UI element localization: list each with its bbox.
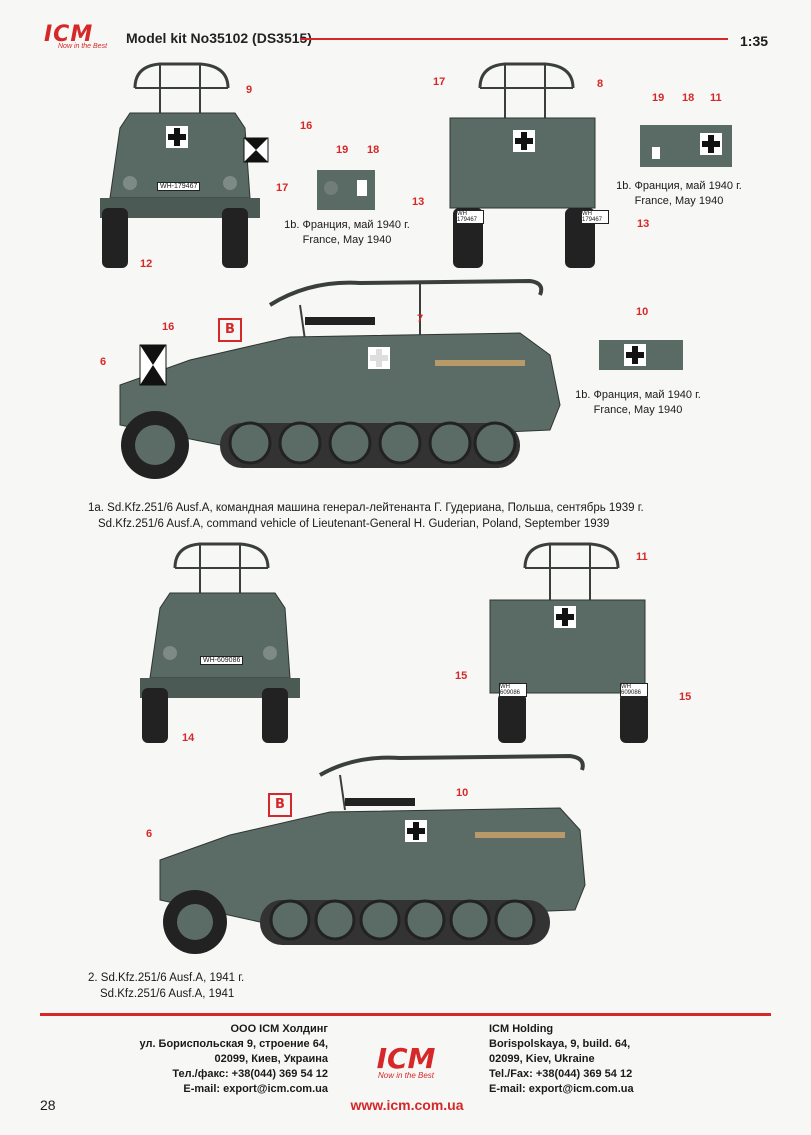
plate-front-2: WH-609086 — [200, 656, 244, 665]
side-view-2 — [159, 753, 586, 954]
callout-12: 12 — [140, 258, 153, 270]
plate-rear-right-2: WH 609086 — [620, 683, 648, 697]
marker-b-text: B — [225, 322, 235, 337]
detail-tag-1 — [317, 170, 375, 210]
caption-france-3: 1b. Франция, май 1940 г. France, May 194… — [573, 388, 703, 418]
caption-ru: 1b. Франция, май 1940 г. — [616, 180, 742, 192]
detail-tag-3 — [599, 340, 683, 370]
callout-13-left: 13 — [412, 196, 425, 208]
footer-en-line: Borispolskaya, 9, build. 64, — [489, 1038, 631, 1050]
footer-divider — [40, 1013, 771, 1016]
callout-18b: 18 — [682, 92, 695, 104]
footer-en-line: E-mail: export@icm.com.ua — [489, 1083, 634, 1095]
footer-logo: ICM Now in the Best — [360, 1042, 452, 1080]
header-divider — [300, 38, 728, 40]
page-title: Model kit No35102 (DS3515) — [126, 30, 312, 46]
plate-rear-right-1: WH 179467 — [581, 210, 609, 224]
footer-website-link[interactable]: www.icm.com.ua — [350, 1097, 464, 1113]
footer-ru-line: 02099, Киев, Украина — [214, 1053, 328, 1065]
callout-7: 7 — [417, 313, 424, 325]
logo-text: ICM — [44, 22, 94, 47]
callout-18: 18 — [367, 144, 380, 156]
callout-10b: 10 — [456, 787, 469, 799]
page-number: 28 — [40, 1097, 56, 1113]
logo-tagline: Now in the Best — [58, 43, 108, 50]
variant-1-en: Sd.Kfz.251/6 Ausf.A, command vehicle of … — [98, 518, 610, 530]
rear-view-2 — [489, 542, 648, 743]
footer-address-en: ICM Holding Borispolskaya, 9, build. 64,… — [489, 1022, 709, 1097]
rear-view-1 — [449, 62, 596, 268]
footer-address-ru: ООО ICM Холдинг ул. Бориспольская 9, стр… — [118, 1022, 328, 1097]
footer-ru-line: E-mail: export@icm.com.ua — [183, 1083, 328, 1095]
footer-en-line: Tel./Fax: +38(044) 369 54 12 — [489, 1068, 633, 1080]
command-pennant-icon — [243, 137, 269, 163]
marker-b-2: B — [268, 793, 292, 817]
marker-b-1: B — [218, 318, 242, 342]
callout-11b: 11 — [636, 551, 648, 563]
footer-logo-text: ICM — [376, 1042, 436, 1075]
callout-14: 14 — [182, 732, 195, 744]
scale-label: 1:35 — [740, 33, 769, 49]
callout-11: 11 — [710, 92, 722, 104]
callout-8: 8 — [597, 78, 604, 90]
variant-1-caption: 1a. Sd.Kfz.251/6 Ausf.A, командная машин… — [88, 500, 688, 532]
caption-france-1: 1b. Франция, май 1940 г. France, May 194… — [282, 218, 412, 248]
callout-19b: 19 — [652, 92, 665, 104]
footer-en-line: ICM Holding — [489, 1023, 554, 1035]
callout-16b: 16 — [162, 321, 175, 333]
callout-10: 10 — [636, 306, 649, 318]
callout-19: 19 — [336, 144, 349, 156]
caption-ru: 1b. Франция, май 1940 г. — [284, 219, 410, 231]
caption-en: France, May 1940 — [593, 404, 683, 416]
variant-2-caption: 2. Sd.Kfz.251/6 Ausf.A, 1941 г. Sd.Kfz.2… — [88, 970, 388, 1002]
side-view-1 — [119, 278, 561, 479]
plate-rear-left-2: WH 609086 — [499, 683, 527, 697]
callout-15-left: 15 — [455, 670, 468, 682]
footer-ru-line: ул. Бориспольская 9, строение 64, — [139, 1038, 328, 1050]
footer-logo-tagline: Now in the Best — [377, 1071, 435, 1080]
variant-2-en: Sd.Kfz.251/6 Ausf.A, 1941 — [100, 988, 235, 1000]
callout-15-right: 15 — [679, 691, 692, 703]
detail-tag-2 — [640, 125, 732, 167]
caption-ru: 1b. Франция, май 1940 г. — [575, 389, 701, 401]
footer-ru-line: ООО ICM Холдинг — [230, 1023, 328, 1035]
footer-ru-line: Тел./факс: +38(044) 369 54 12 — [172, 1068, 328, 1080]
header-logo: ICM Now in the Best — [44, 22, 114, 58]
callout-16: 16 — [300, 120, 313, 132]
callout-9: 9 — [246, 84, 253, 96]
marker-b-text: B — [275, 797, 285, 812]
variant-1-ru: 1a. Sd.Kfz.251/6 Ausf.A, командная машин… — [88, 502, 644, 514]
variant-2-ru: 2. Sd.Kfz.251/6 Ausf.A, 1941 г. — [88, 972, 245, 984]
plate-front-1: WH-179467 — [157, 182, 201, 191]
callout-17b: 17 — [433, 76, 446, 88]
plate-rear-left-1: WH 179467 — [456, 210, 484, 224]
callout-13-right: 13 — [637, 218, 650, 230]
callout-6b: 6 — [146, 828, 153, 840]
footer-en-line: 02099, Kiev, Ukraine — [489, 1053, 595, 1065]
callout-17: 17 — [276, 182, 289, 194]
caption-en: France, May 1940 — [634, 195, 724, 207]
callout-6: 6 — [100, 356, 107, 368]
front-view-1 — [100, 62, 260, 268]
caption-france-2: 1b. Франция, май 1940 г. France, May 194… — [614, 179, 744, 209]
front-view-2 — [140, 542, 300, 743]
caption-en: France, May 1940 — [302, 234, 392, 246]
